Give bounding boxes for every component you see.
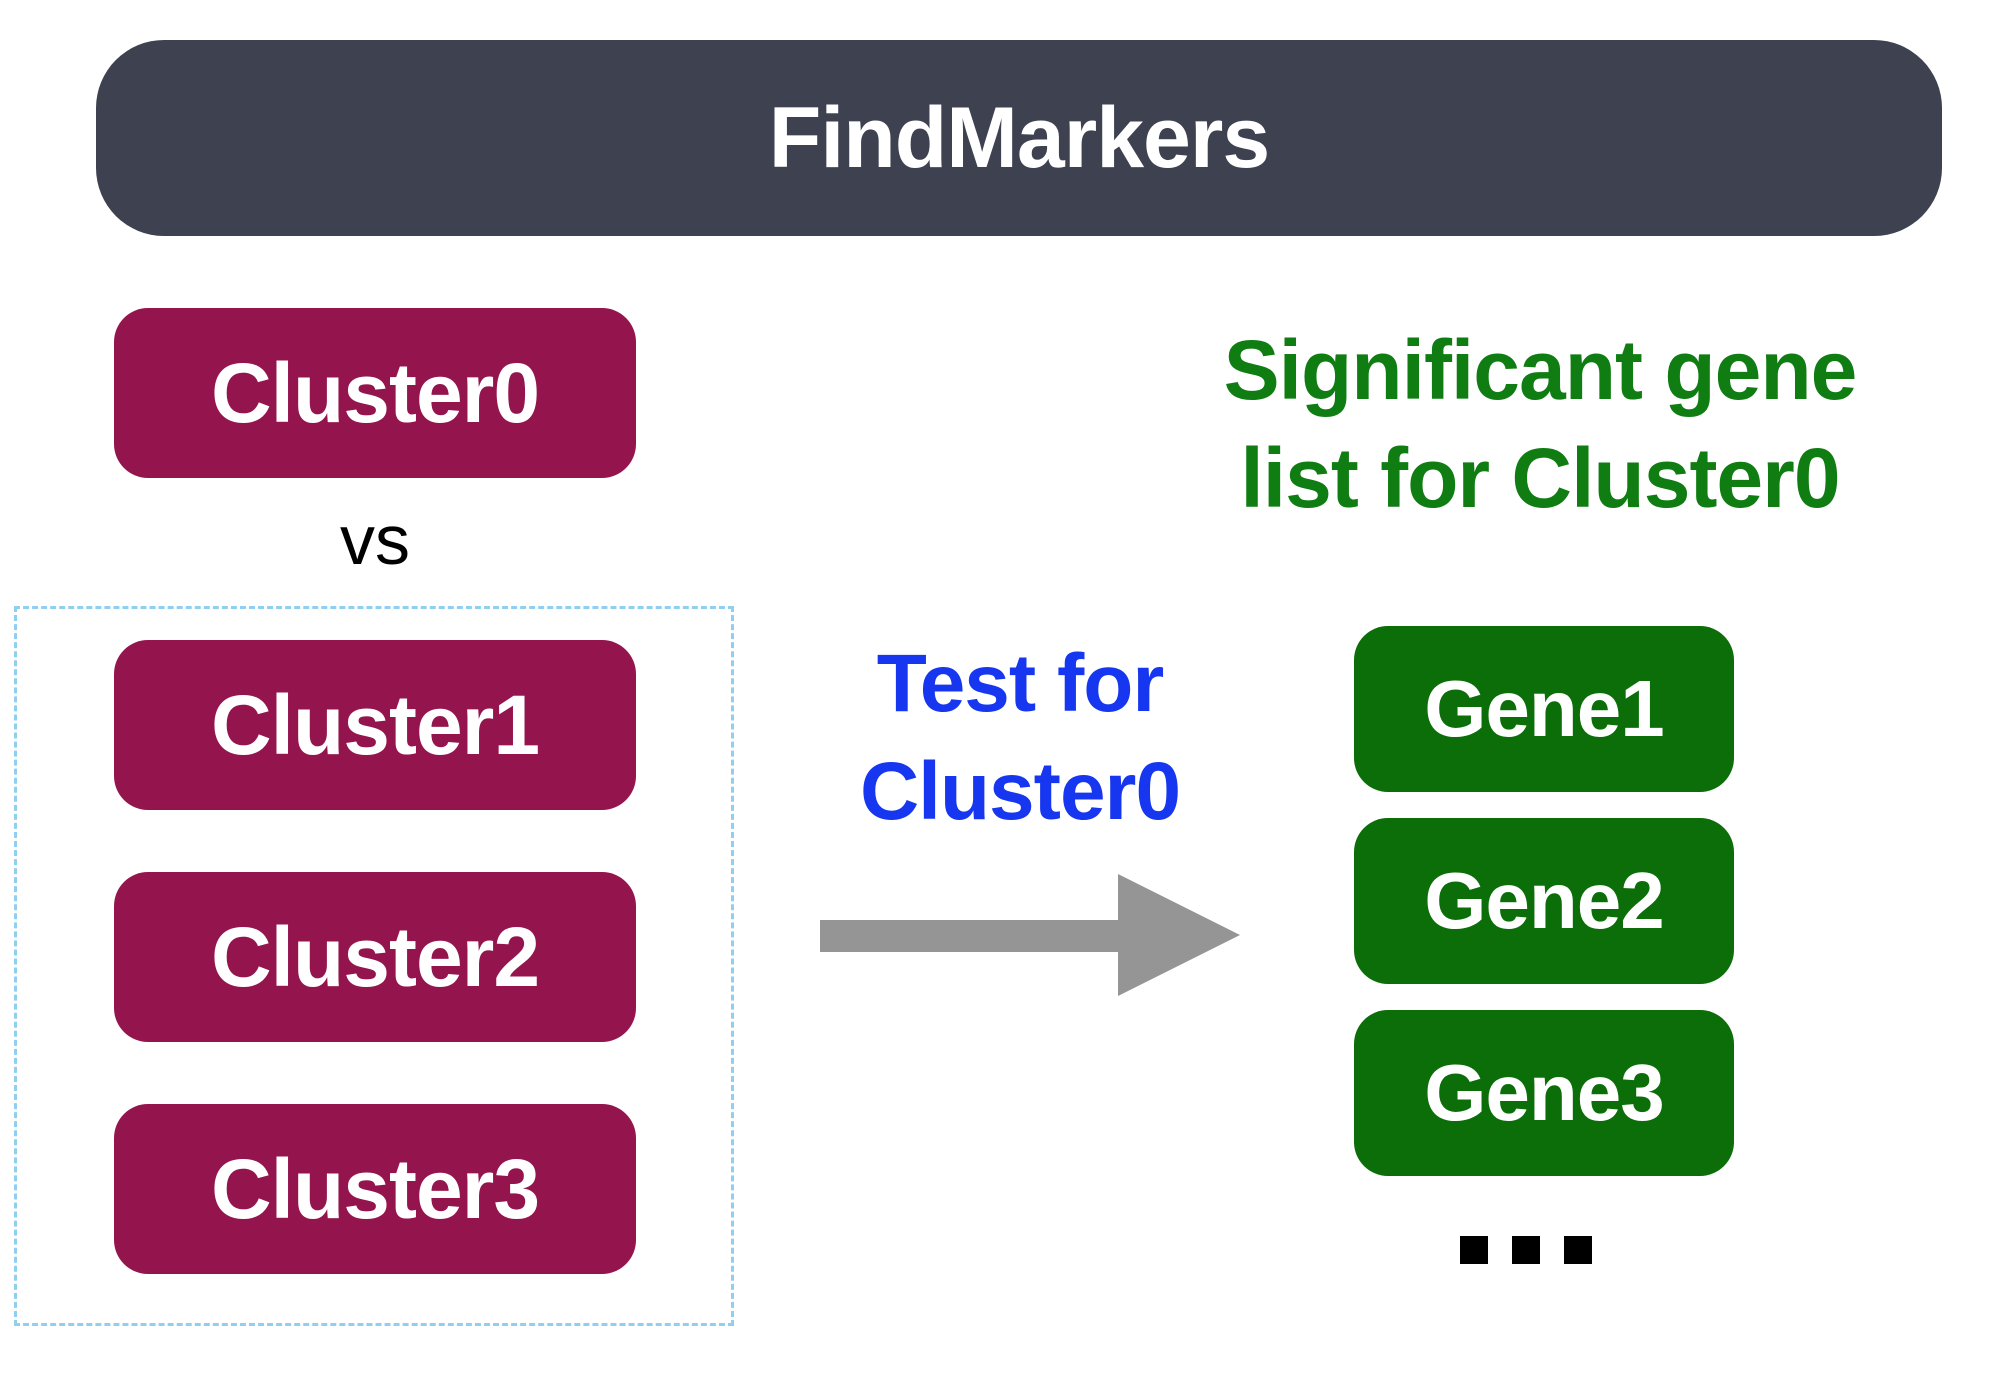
vs-label: vs xyxy=(340,501,410,579)
test-label-line2: Cluster0 xyxy=(859,746,1181,837)
comparison-clusters-group xyxy=(14,606,734,1326)
significant-gene-list-title: Significant gene list for Cluster0 xyxy=(1180,316,1900,532)
findmarkers-header: FindMarkers xyxy=(96,40,1942,236)
ellipsis-icon xyxy=(1460,1236,1592,1264)
gene2-box: Gene2 xyxy=(1354,818,1734,984)
cluster2-box: Cluster2 xyxy=(114,872,636,1042)
significant-title-line2: list for Cluster0 xyxy=(1240,431,1840,525)
cluster0-box: Cluster0 xyxy=(114,308,636,478)
cluster1-box: Cluster1 xyxy=(114,640,636,810)
ellipsis-dot xyxy=(1564,1236,1592,1264)
gene1-box: Gene1 xyxy=(1354,626,1734,792)
significant-title-line1: Significant gene xyxy=(1223,323,1858,417)
test-for-cluster0-label: Test for Cluster0 xyxy=(820,630,1220,846)
gene3-box: Gene3 xyxy=(1354,1010,1734,1176)
test-label-line1: Test for xyxy=(876,638,1165,729)
cluster3-box: Cluster3 xyxy=(114,1104,636,1274)
right-arrow-icon xyxy=(820,874,1240,996)
ellipsis-dot xyxy=(1460,1236,1488,1264)
ellipsis-dot xyxy=(1512,1236,1540,1264)
